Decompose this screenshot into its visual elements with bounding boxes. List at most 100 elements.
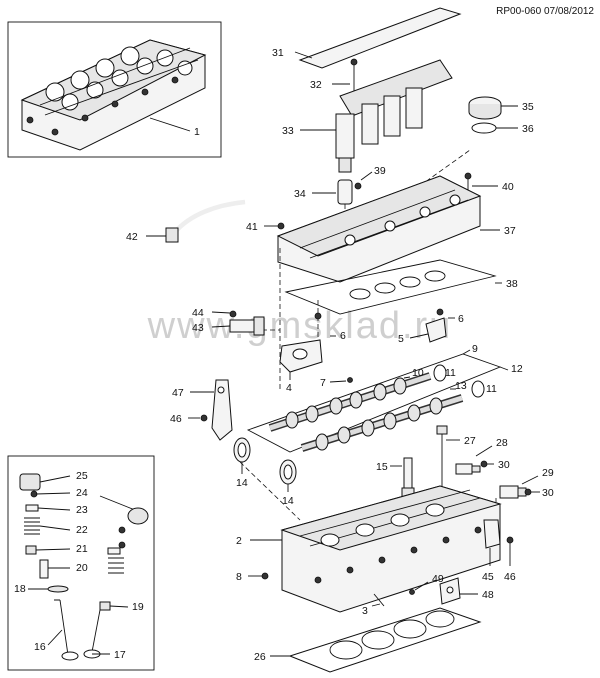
assembled-head-illustration: [20, 39, 207, 151]
callout-12: 12: [511, 363, 523, 375]
callout-40: 40: [502, 181, 514, 193]
inset-assembled-head: 1: [7, 21, 222, 158]
callout-23: 23: [76, 504, 88, 516]
callout-3: 3: [362, 605, 368, 617]
callout-20: 20: [76, 562, 88, 574]
callout-28: 28: [496, 437, 508, 449]
spark-plug-illustration: [401, 457, 415, 499]
dowel-pin-illustration: [373, 593, 385, 607]
callout-5: 5: [398, 333, 404, 345]
callout-33: 33: [282, 125, 294, 137]
oil-cap-seal-illustration: [471, 122, 497, 134]
callout-9: 9: [472, 343, 478, 355]
oil-pressure-sensor-illustration: [499, 485, 527, 499]
camshaft-seal-14-right-illustration: [279, 459, 297, 485]
lifting-eye-illustration: [439, 577, 461, 605]
callout-36: 36: [522, 123, 534, 135]
diagram-reference: RP00-060 07/08/2012: [496, 6, 594, 17]
callout-4: 4: [286, 382, 292, 394]
valve-cover-illustration: [276, 175, 482, 283]
temperature-sensor-illustration: [455, 463, 481, 475]
camshaft-seal-14-left-illustration: [233, 437, 251, 463]
callout-15: 15: [376, 461, 388, 473]
coil-cover-illustration: [298, 7, 462, 69]
callout-29: 29: [542, 467, 554, 479]
callout-6-left: 6: [340, 330, 346, 342]
callout-48: 48: [482, 589, 494, 601]
callout-11-lower: 11: [486, 383, 497, 395]
callout-13: 13: [455, 380, 467, 392]
callout-30-lower: 30: [542, 487, 554, 499]
callout-42: 42: [126, 231, 138, 243]
oil-filler-cap-illustration: [468, 96, 502, 120]
sensor-section: 15 27 28 30 29 30: [376, 425, 554, 506]
exhaust-camshaft-illustration: [300, 394, 464, 452]
camshaft-bearing-cap-illustration: [279, 339, 323, 373]
hydraulic-lifter-illustration: [19, 473, 41, 491]
valve-spring-illustration: [24, 517, 40, 535]
camshaft-cap-section: 44 43 6 4 7 6 5: [192, 307, 464, 394]
callout-32: 32: [310, 79, 322, 91]
callout-24: 24: [76, 487, 88, 499]
callout-25: 25: [76, 470, 88, 482]
callout-8: 8: [236, 571, 242, 583]
callout-21: 21: [76, 543, 88, 555]
camshaft-position-sensor-illustration: [229, 316, 265, 336]
callout-10: 10: [412, 367, 424, 379]
intake-valve-illustration: [54, 599, 75, 660]
callout-2: 2: [236, 535, 242, 547]
exhaust-valve-illustration: [91, 609, 101, 653]
callout-26: 26: [254, 651, 266, 663]
bracket-45-illustration: [483, 519, 501, 549]
callout-19: 19: [132, 601, 144, 613]
callout-46-upper: 46: [170, 413, 182, 425]
callout-46-lower: 46: [504, 571, 516, 583]
callout-17: 17: [114, 649, 126, 661]
callout-41: 41: [246, 221, 258, 233]
head-gasket-illustration: [288, 607, 482, 673]
callout-34: 34: [294, 188, 306, 200]
camshaft-group-box: [246, 353, 502, 453]
callout-27: 27: [464, 435, 476, 447]
callout-43: 43: [192, 322, 204, 334]
camshaft-seal-11-upper: [433, 364, 447, 382]
bearing-cap-small-illustration: [425, 317, 447, 343]
callout-14-left: 14: [236, 477, 248, 489]
ignition-coil-illustration: [335, 59, 453, 173]
head-gasket-section: 26: [254, 607, 482, 673]
breather-hose-illustration: [165, 199, 246, 243]
callout-47: 47: [172, 387, 184, 399]
callout-45: 45: [482, 571, 494, 583]
spark-plug-boot-illustration: [337, 179, 353, 205]
valve-cover-gasket-illustration: [284, 259, 497, 315]
callout-1: 1: [194, 126, 200, 138]
ignition-section: 31 32 33 34 39 35 36: [272, 7, 534, 205]
callout-44: 44: [192, 307, 204, 319]
callout-16: 16: [34, 641, 46, 653]
callout-37: 37: [504, 225, 516, 237]
cylinder-head-section: 2 8 3 45 46 48 49: [236, 485, 516, 617]
callout-31: 31: [272, 47, 284, 59]
camshaft-section: 9 12 10 11 13 11: [233, 343, 523, 507]
inset-valve-parts: 25 24 23 22 21 20 18 19 16 17: [7, 455, 155, 671]
callout-38: 38: [506, 278, 518, 290]
callout-6-right: 6: [458, 313, 464, 325]
callout-39: 39: [374, 165, 386, 177]
watermark: www.gmsklad.ru: [147, 305, 453, 347]
callout-18: 18: [14, 583, 26, 595]
callout-11-upper: 11: [445, 367, 456, 379]
bracket-section: 47 46: [170, 379, 233, 441]
callout-14-right: 14: [282, 495, 294, 507]
valve-cover-section: 42 41 37 38: [126, 175, 518, 315]
callout-22: 22: [76, 524, 88, 536]
callout-30-upper: 30: [498, 459, 510, 471]
intake-camshaft-illustration: [268, 372, 432, 432]
bracket-illustration: [211, 379, 233, 441]
camshaft-seal-11-lower: [471, 380, 485, 398]
callout-35: 35: [522, 101, 534, 113]
cylinder-head-illustration: [280, 485, 502, 613]
callout-49: 49: [432, 573, 444, 585]
callout-7: 7: [320, 377, 326, 389]
